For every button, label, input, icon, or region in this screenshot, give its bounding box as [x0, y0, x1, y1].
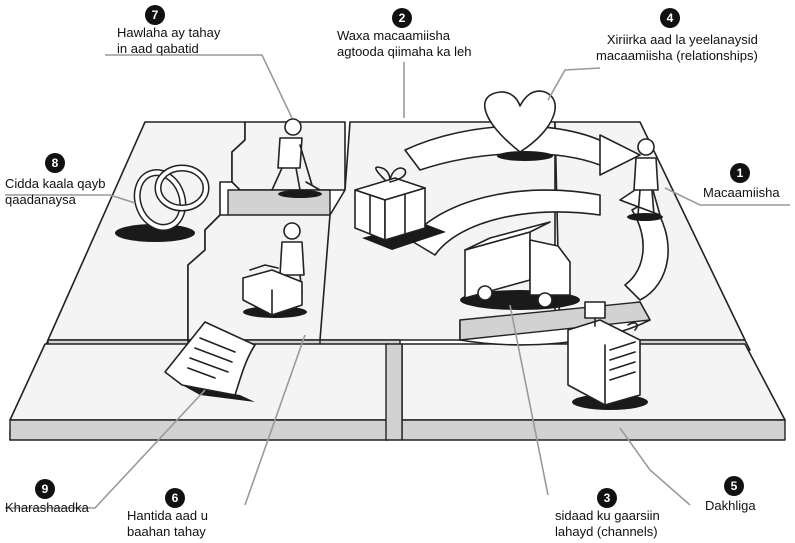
- segment-9-line-1: Kharashaadka: [5, 500, 89, 515]
- gift-box-icon: [354, 166, 446, 250]
- segment-5-line-1: Dakhliga: [705, 498, 756, 513]
- segment-4-line-2: macaamiisha (relationships): [596, 48, 758, 63]
- segment-2-line-1: Waxa macaamiisha: [337, 28, 450, 43]
- segment-4-badge: 4: [660, 8, 680, 28]
- segment-1-line-1: Macaamiisha: [703, 185, 780, 200]
- segment-7-badge: 7: [145, 5, 165, 25]
- worker-machine-icon: [242, 222, 307, 318]
- segment-3-label: sidaad ku gaarsiin lahayd (channels): [555, 508, 660, 540]
- segment-7-label: Hawlaha ay tahay in aad qabatid: [117, 25, 220, 57]
- segment-6-line-1: Hantida aad u: [127, 508, 208, 523]
- segment-1-badge: 1: [730, 163, 750, 183]
- digging-worker-icon: [271, 118, 322, 198]
- segment-5-label: Dakhliga: [705, 498, 756, 514]
- segment-4-label: Xiriirka aad la yeelanaysid macaamiisha …: [596, 32, 758, 64]
- interlocked-rings-icon: [115, 164, 210, 242]
- segment-2-badge: 2: [392, 8, 412, 28]
- segment-2-line-2: agtooda qiimaha ka leh: [337, 44, 472, 59]
- segment-7-line-1: Hawlaha ay tahay: [117, 25, 221, 40]
- segment-8-line-1: Cidda kaala qayb: [5, 176, 106, 191]
- segment-8-label: Cidda kaala qayb qaadanaysa: [5, 176, 105, 208]
- heart-icon: [484, 90, 556, 161]
- segment-4-line-1: Xiriirka aad la yeelanaysid: [606, 32, 758, 47]
- segment-9-label: Kharashaadka: [5, 500, 89, 516]
- leader-lines: [5, 54, 790, 509]
- customer-figure-icon: [627, 138, 663, 221]
- segment-1-label: Macaamiisha: [703, 185, 780, 201]
- segment-3-line-2: lahayd (channels): [555, 524, 658, 539]
- segment-6-label: Hantida aad u baahan tahay: [127, 508, 208, 540]
- segment-2-label: Waxa macaamiisha agtooda qiimaha ka leh: [337, 28, 471, 60]
- segment-3-line-1: sidaad ku gaarsiin: [555, 508, 660, 523]
- segment-9-badge: 9: [35, 479, 55, 499]
- segment-6-line-2: baahan tahay: [127, 524, 206, 539]
- invoice-paper-icon: [164, 321, 256, 402]
- cash-register-icon: [567, 301, 648, 410]
- segment-7-line-2: in aad qabatid: [117, 41, 199, 56]
- segment-3-badge: 3: [597, 488, 617, 508]
- segment-5-badge: 5: [724, 476, 744, 496]
- segment-8-line-2: qaadanaysa: [5, 192, 76, 207]
- segment-6-badge: 6: [165, 488, 185, 508]
- delivery-truck-icon: [460, 221, 580, 310]
- segment-8-badge: 8: [45, 153, 65, 173]
